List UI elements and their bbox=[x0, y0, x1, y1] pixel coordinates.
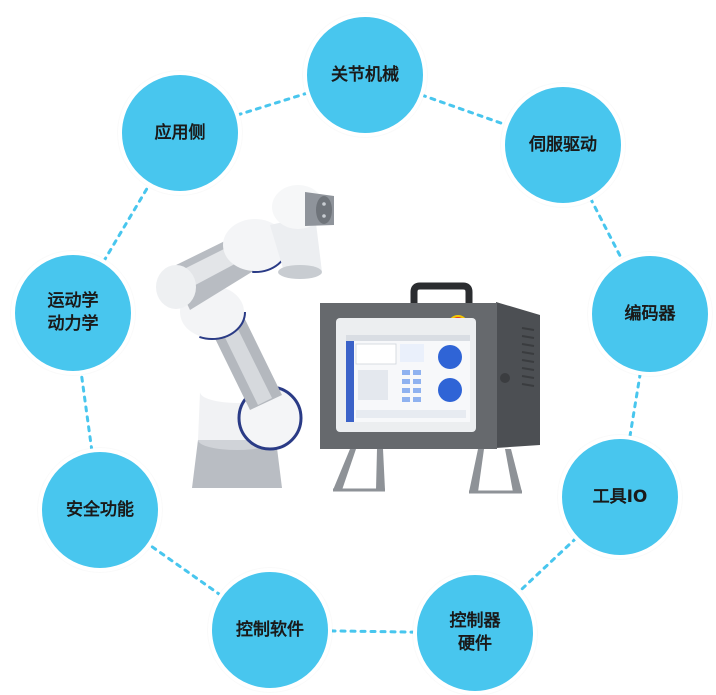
ring-connector bbox=[147, 543, 223, 597]
ring-connector bbox=[628, 371, 642, 440]
ring-connector bbox=[102, 183, 151, 263]
node-joint-mechanics: 关节机械 bbox=[303, 13, 427, 137]
screen-sidebar bbox=[346, 341, 354, 422]
node-label: 运动学动力学 bbox=[48, 290, 99, 336]
node-controller-hardware: 控制器硬件 bbox=[413, 571, 537, 695]
node-label: 控制软件 bbox=[236, 619, 304, 642]
ring-connector bbox=[328, 629, 417, 634]
node-label-line: 运动学 bbox=[47, 291, 99, 312]
cabinet-leg bbox=[333, 449, 356, 490]
cabinet-leg bbox=[505, 449, 522, 492]
ring-connector bbox=[235, 91, 310, 117]
screen-buttons bbox=[402, 370, 421, 402]
node-label-line: 关节机械 bbox=[331, 64, 399, 85]
robot-arm-illustration bbox=[156, 185, 334, 488]
node-label: 控制器硬件 bbox=[450, 610, 501, 656]
robot-flange-face bbox=[316, 196, 332, 224]
robot-base bbox=[192, 440, 282, 488]
screen-jog-dial bbox=[438, 378, 462, 402]
node-application-side: 应用侧 bbox=[118, 71, 242, 195]
screen-jog-dial bbox=[438, 345, 462, 369]
node-label-line: 安全功能 bbox=[66, 499, 134, 520]
node-label-line: 硬件 bbox=[458, 634, 492, 654]
cabinet-lock bbox=[500, 373, 510, 383]
node-label-line: 动力学 bbox=[47, 314, 99, 334]
ring-connector bbox=[588, 196, 625, 263]
robot-wrist-bottom bbox=[278, 265, 322, 279]
screen-preview bbox=[358, 370, 388, 400]
screen-panel bbox=[400, 344, 424, 362]
ring-connector bbox=[420, 93, 508, 127]
node-label: 伺服驱动 bbox=[529, 134, 597, 157]
cabinet-side bbox=[496, 302, 540, 448]
node-label: 安全功能 bbox=[66, 499, 134, 522]
cabinet-handle bbox=[410, 282, 473, 310]
screen-panel bbox=[355, 343, 397, 365]
node-kinematics-dynamics: 运动学动力学 bbox=[11, 251, 135, 375]
node-tool-io: 工具IO bbox=[558, 435, 682, 559]
node-label: 关节机械 bbox=[331, 64, 399, 87]
node-label: 应用侧 bbox=[155, 122, 206, 145]
robot-elbow-ring bbox=[178, 284, 246, 340]
cabinet-leg bbox=[469, 449, 484, 492]
flange-bolt bbox=[322, 202, 326, 206]
node-control-software: 控制软件 bbox=[208, 568, 332, 692]
screen-topbar bbox=[346, 335, 470, 341]
node-label-line: 控制软件 bbox=[236, 619, 304, 640]
cabinet-leg bbox=[376, 449, 385, 490]
node-servo-drive: 伺服驱动 bbox=[501, 83, 625, 207]
node-label-line: 伺服驱动 bbox=[529, 134, 597, 155]
node-label-line: 编码器 bbox=[624, 303, 676, 324]
robot-elbow-cap bbox=[156, 265, 196, 309]
node-label: 工具IO bbox=[593, 486, 648, 509]
ring-connector bbox=[517, 536, 578, 594]
robot-wrist-2 bbox=[270, 215, 322, 275]
robot-wrist-1 bbox=[223, 219, 287, 271]
node-label-line: 应用侧 bbox=[154, 122, 206, 143]
ring-connector bbox=[79, 370, 94, 453]
node-encoder: 编码器 bbox=[588, 252, 712, 376]
node-label: 编码器 bbox=[625, 303, 676, 326]
control-cabinet-illustration bbox=[320, 282, 540, 494]
screen-statusbar bbox=[356, 410, 466, 418]
node-label-line: 工具IO bbox=[592, 486, 648, 507]
node-label-line: 控制器 bbox=[449, 611, 501, 632]
node-safety-functions: 安全功能 bbox=[38, 448, 162, 572]
cabinet-vents bbox=[521, 327, 535, 387]
flange-bolt bbox=[322, 214, 326, 218]
